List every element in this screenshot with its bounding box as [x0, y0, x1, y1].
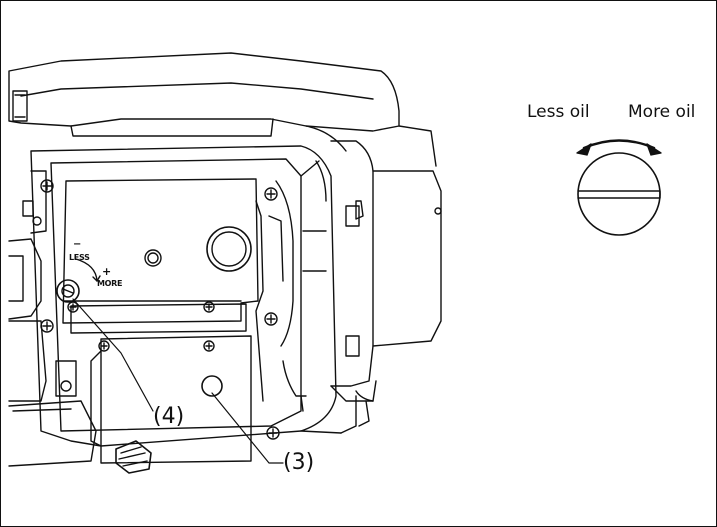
callout-part-4: (4) — [153, 404, 185, 429]
callout-part-3: (3) — [283, 450, 315, 475]
oil-adjust-screw-on-machine — [56, 258, 101, 303]
screws — [40, 179, 280, 440]
face-plate-body — [30, 145, 337, 447]
more-oil-label: More oil — [628, 102, 696, 122]
less-oil-label: Less oil — [527, 102, 590, 122]
machine-upper-housing — [8, 52, 400, 152]
leader-line-3 — [211, 392, 284, 464]
adjust-direction-arrow — [576, 139, 662, 156]
adjuster-plus-mark: + — [102, 265, 111, 278]
bottom-thumbscrew — [115, 440, 152, 474]
oil-adjust-dial-icon — [577, 152, 661, 236]
leader-line-4 — [72, 298, 154, 412]
round-features — [144, 226, 252, 397]
inner-cover-plate — [62, 178, 259, 464]
adjuster-less-mark: LESS — [69, 253, 90, 262]
left-mechanism — [8, 170, 97, 467]
leader-lines — [72, 298, 284, 464]
machine-side-cover — [300, 125, 442, 434]
adjuster-more-mark: MORE — [97, 279, 123, 288]
adjuster-minus-mark: − — [73, 239, 82, 250]
